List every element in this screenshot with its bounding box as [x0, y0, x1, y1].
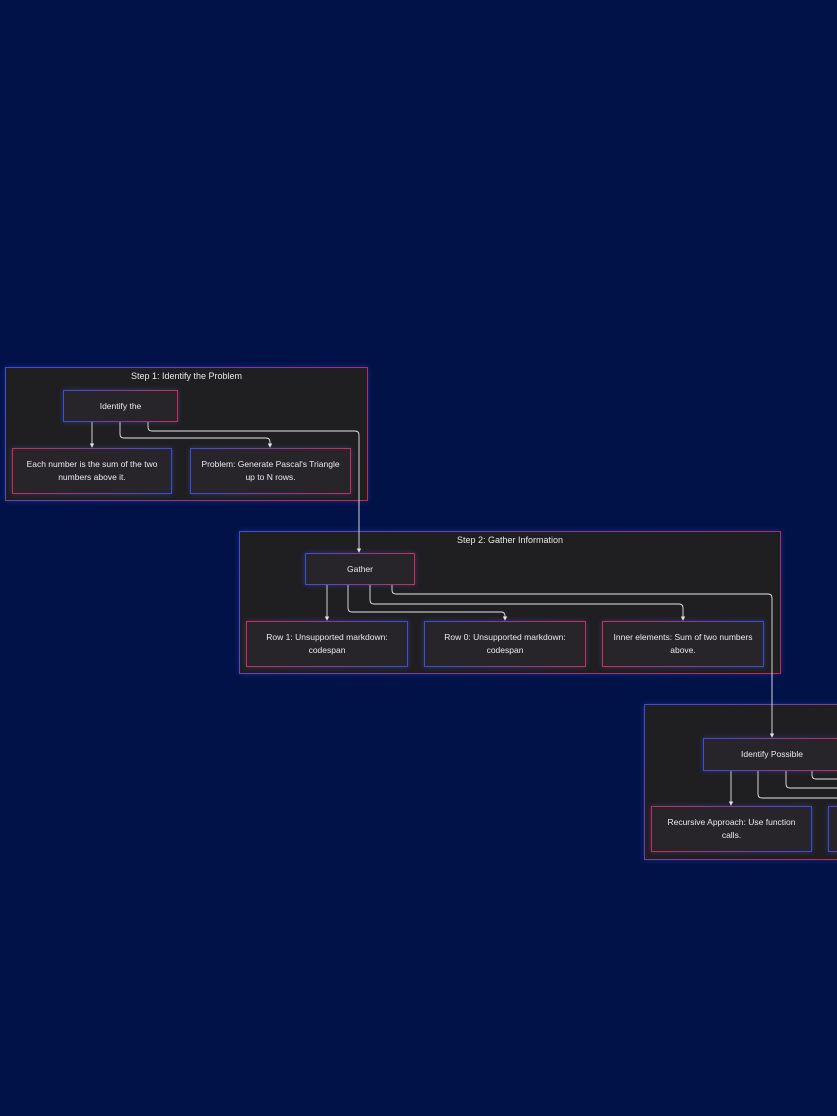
- node-sum-rule[interactable]: Each number is the sum of the two number…: [12, 448, 172, 494]
- node-inner-elements-label: Inner elements: Sum of two numbers above…: [613, 632, 753, 655]
- node-gather[interactable]: Gather: [305, 553, 415, 585]
- node-identify[interactable]: Identify the: [63, 390, 178, 422]
- cluster-step-2-title: Step 2: Gather Information: [456, 535, 564, 545]
- node-problem-label: Problem: Generate Pascal's Triangle up t…: [201, 459, 340, 482]
- node-step-3-partial[interactable]: [828, 806, 837, 852]
- node-row-0[interactable]: Row 0: Unsupported markdown: codespan: [424, 621, 586, 667]
- node-gather-label: Gather: [347, 563, 373, 574]
- node-recursive-approach-label: Recursive Approach: Use function calls.: [667, 817, 796, 840]
- node-identify-label: Identify the: [99, 400, 142, 411]
- node-row-0-label: Row 0: Unsupported markdown: codespan: [444, 632, 566, 655]
- node-inner-elements[interactable]: Inner elements: Sum of two numbers above…: [602, 621, 764, 667]
- cluster-step-1-title: Step 1: Identify the Problem: [130, 371, 243, 381]
- node-recursive-approach[interactable]: Recursive Approach: Use function calls.: [651, 806, 812, 852]
- node-problem[interactable]: Problem: Generate Pascal's Triangle up t…: [190, 448, 351, 494]
- node-identify-possible-label: Identify Possible: [741, 749, 803, 759]
- node-sum-rule-label: Each number is the sum of the two number…: [26, 459, 158, 482]
- node-identify-possible[interactable]: Identify Possible: [703, 738, 837, 771]
- node-row-1[interactable]: Row 1: Unsupported markdown: codespan: [246, 621, 408, 667]
- node-row-1-label: Row 1: Unsupported markdown: codespan: [266, 632, 388, 655]
